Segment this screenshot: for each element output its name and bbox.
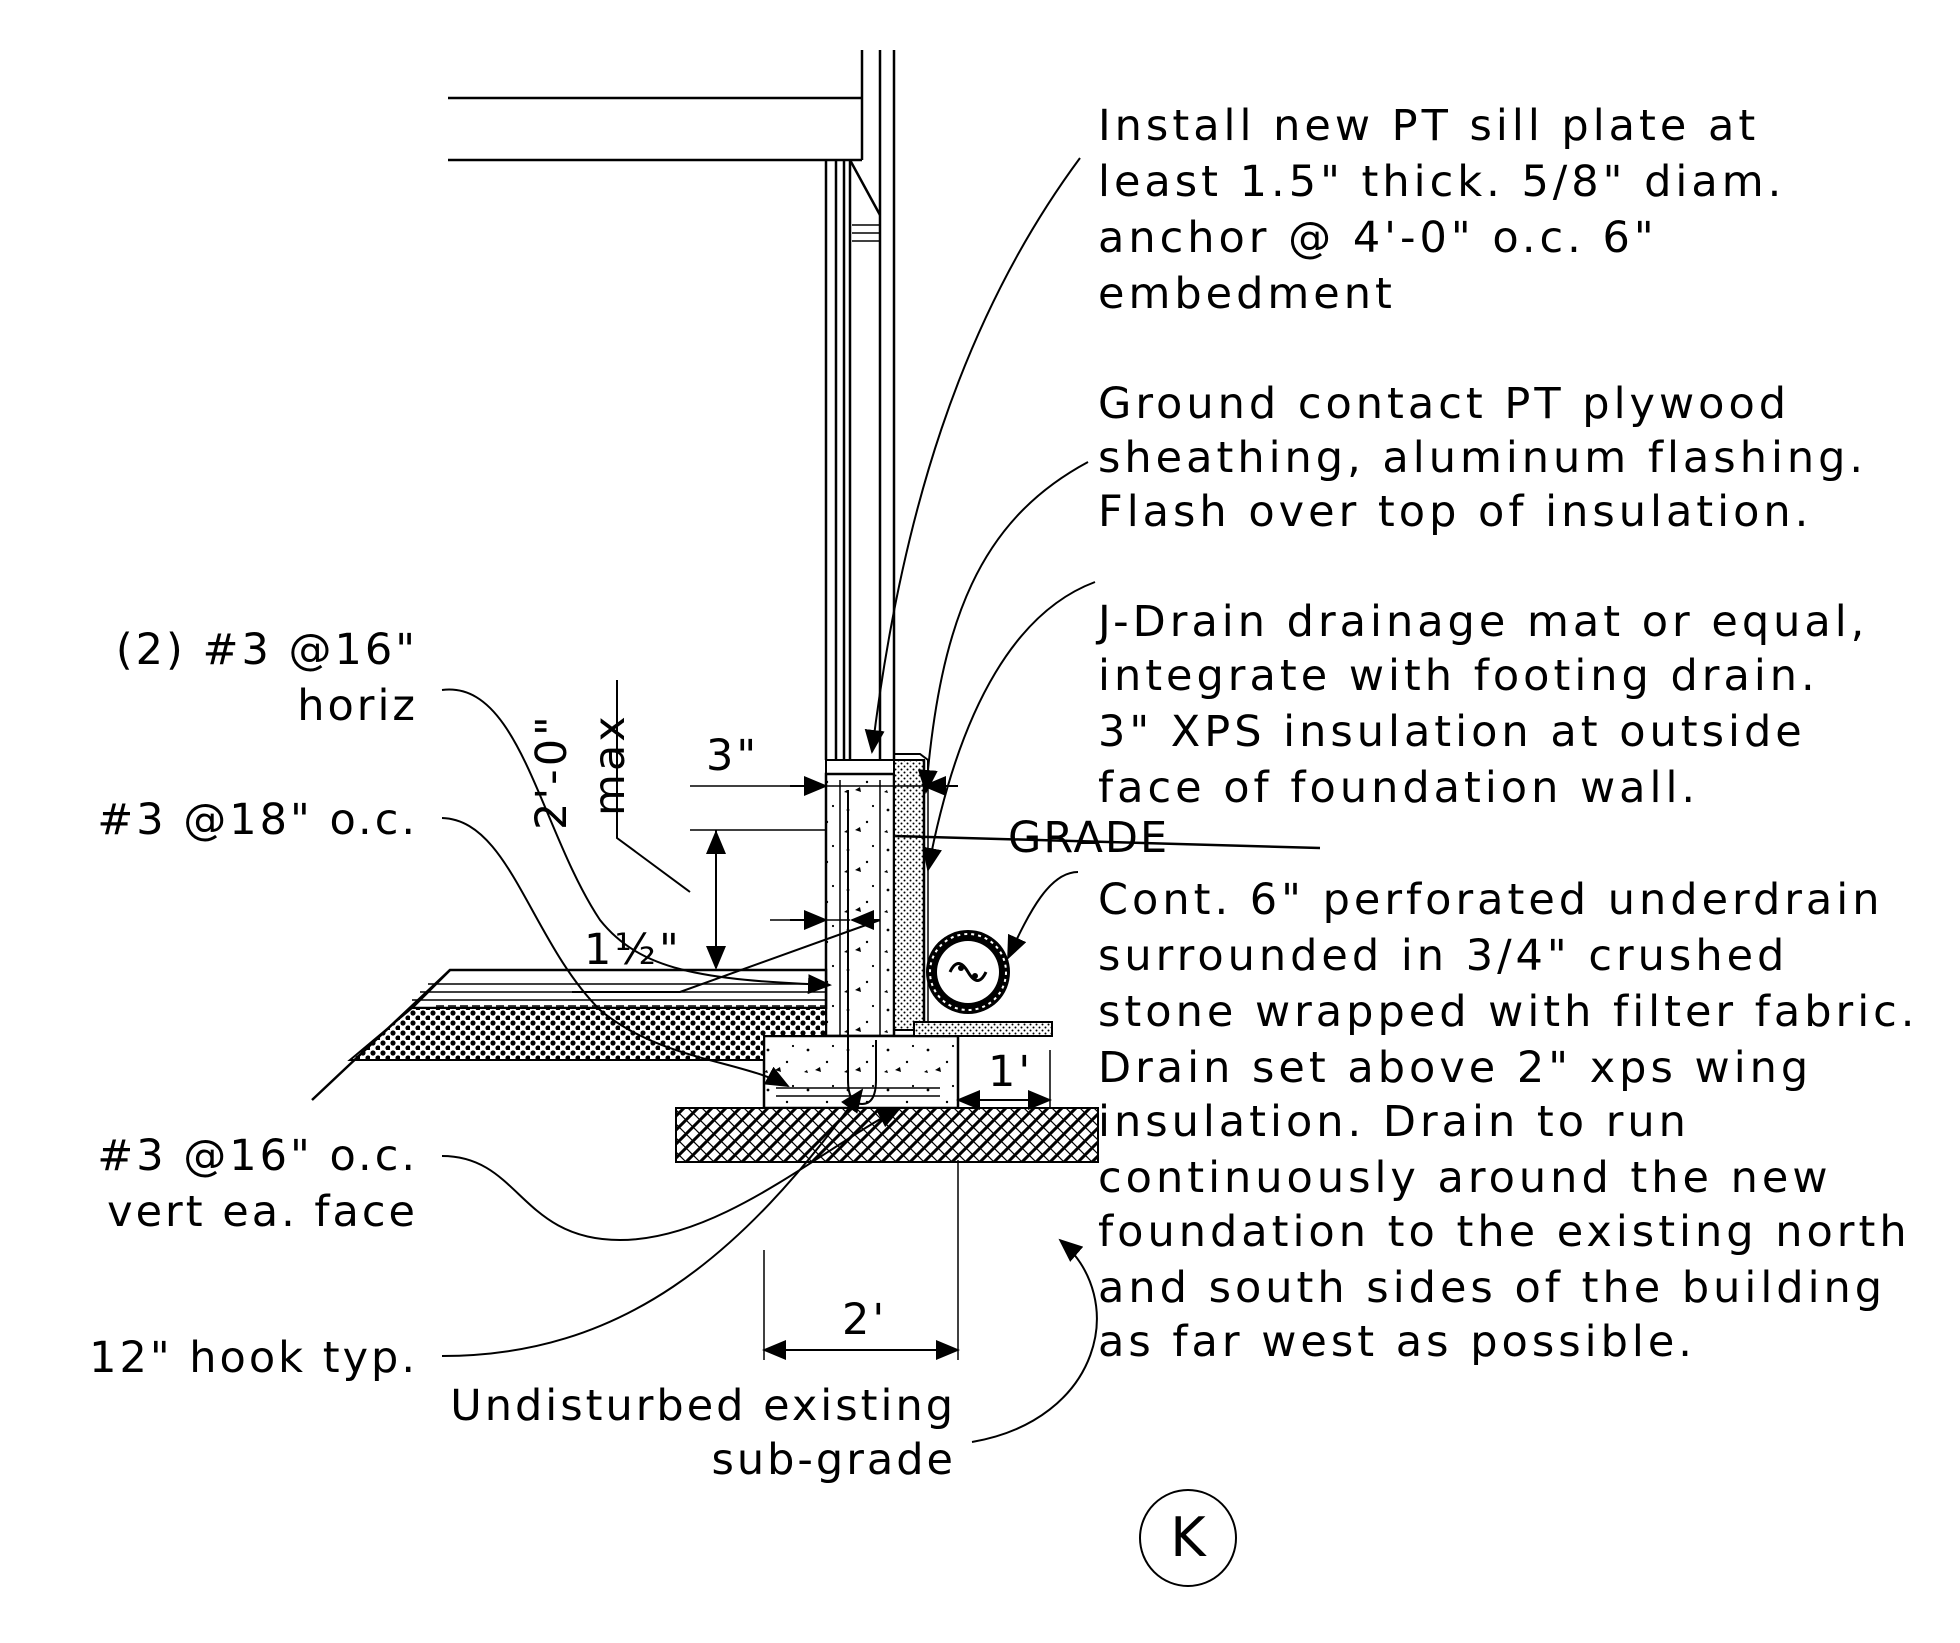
note-line: 3" XPS insulation at outside: [1098, 707, 1806, 757]
detail-mark: K: [1139, 1489, 1237, 1587]
dim-wall-width: 3": [706, 731, 759, 781]
note-line: surrounded in 3/4" crushed: [1098, 931, 1788, 981]
note-line: Install new PT sill plate at: [1098, 101, 1759, 151]
note-line: insulation. Drain to run: [1098, 1097, 1690, 1147]
note-line: sheathing, aluminum flashing.: [1098, 433, 1867, 483]
label-vert-rebar: #3 @16" o.c. vert ea. face: [97, 1131, 418, 1237]
note-line: as far west as possible.: [1098, 1317, 1696, 1367]
note-line: embedment: [1098, 269, 1396, 319]
note-line: face of foundation wall.: [1098, 763, 1699, 813]
label-line: (2) #3 @16": [116, 625, 418, 675]
label-subgrade: Undisturbed existing sub-grade: [450, 1381, 956, 1485]
dim-footing-width: 2': [842, 1295, 887, 1345]
label-line: Undisturbed existing: [450, 1381, 956, 1431]
grade-line: [893, 834, 1321, 850]
sill-plate: [825, 753, 929, 775]
note-sheathing: Ground contact PT plywood sheathing, alu…: [1098, 379, 1867, 537]
foundation-wall: [824, 772, 896, 1040]
note-line: foundation to the existing north: [1098, 1207, 1911, 1257]
label-line: horiz: [297, 681, 418, 731]
dim-max-text: max: [585, 713, 635, 816]
note-sill-plate: Install new PT sill plate at least 1.5" …: [1098, 101, 1785, 319]
xps-insulation: [893, 759, 929, 1031]
note-line: Flash over top of insulation.: [1098, 487, 1812, 537]
note-line: stone wrapped with filter fabric.: [1098, 987, 1918, 1037]
label-line: sub-grade: [711, 1435, 956, 1485]
label-hook: 12" hook typ.: [89, 1333, 418, 1383]
dim-slab-offset: 1½": [584, 925, 682, 975]
detail-mark-letter: K: [1170, 1506, 1207, 1569]
note-line: Cont. 6" perforated underdrain: [1098, 875, 1883, 925]
dim-wing: 1': [988, 1047, 1033, 1097]
label-horiz-rebar: (2) #3 @16" horiz: [116, 625, 418, 731]
grade-label: GRADE: [1008, 813, 1169, 863]
label-dowel-rebar: #3 @18" o.c.: [97, 795, 418, 845]
note-underdrain: Cont. 6" perforated underdrain surrounde…: [1098, 875, 1918, 1367]
note-line: least 1.5" thick. 5/8" diam.: [1098, 157, 1785, 207]
dim-height-max: 2'-0" max: [527, 713, 635, 830]
label-line: vert ea. face: [107, 1187, 418, 1237]
note-line: Ground contact PT plywood: [1098, 379, 1790, 429]
dim-height-text: 2'-0": [527, 713, 577, 830]
note-line: and south sides of the building: [1098, 1263, 1886, 1313]
note-line: integrate with footing drain.: [1098, 651, 1819, 701]
leader-lines: [441, 157, 1098, 1443]
note-drain-mat: J-Drain drainage mat or equal, integrate…: [1095, 597, 1868, 813]
dimension-lines: [572, 680, 1052, 1360]
note-line: J-Drain drainage mat or equal,: [1095, 597, 1868, 647]
note-line: Drain set above 2" xps wing: [1098, 1043, 1812, 1093]
note-line: continuously around the new: [1098, 1153, 1832, 1203]
floor-framing: [448, 50, 896, 760]
interior-slab: [311, 968, 828, 1101]
label-line: #3 @16" o.c.: [97, 1131, 418, 1181]
wing-insulation: [913, 1021, 1053, 1037]
perforated-underdrain: [926, 930, 1010, 1014]
note-line: anchor @ 4'-0" o.c. 6": [1098, 213, 1658, 263]
